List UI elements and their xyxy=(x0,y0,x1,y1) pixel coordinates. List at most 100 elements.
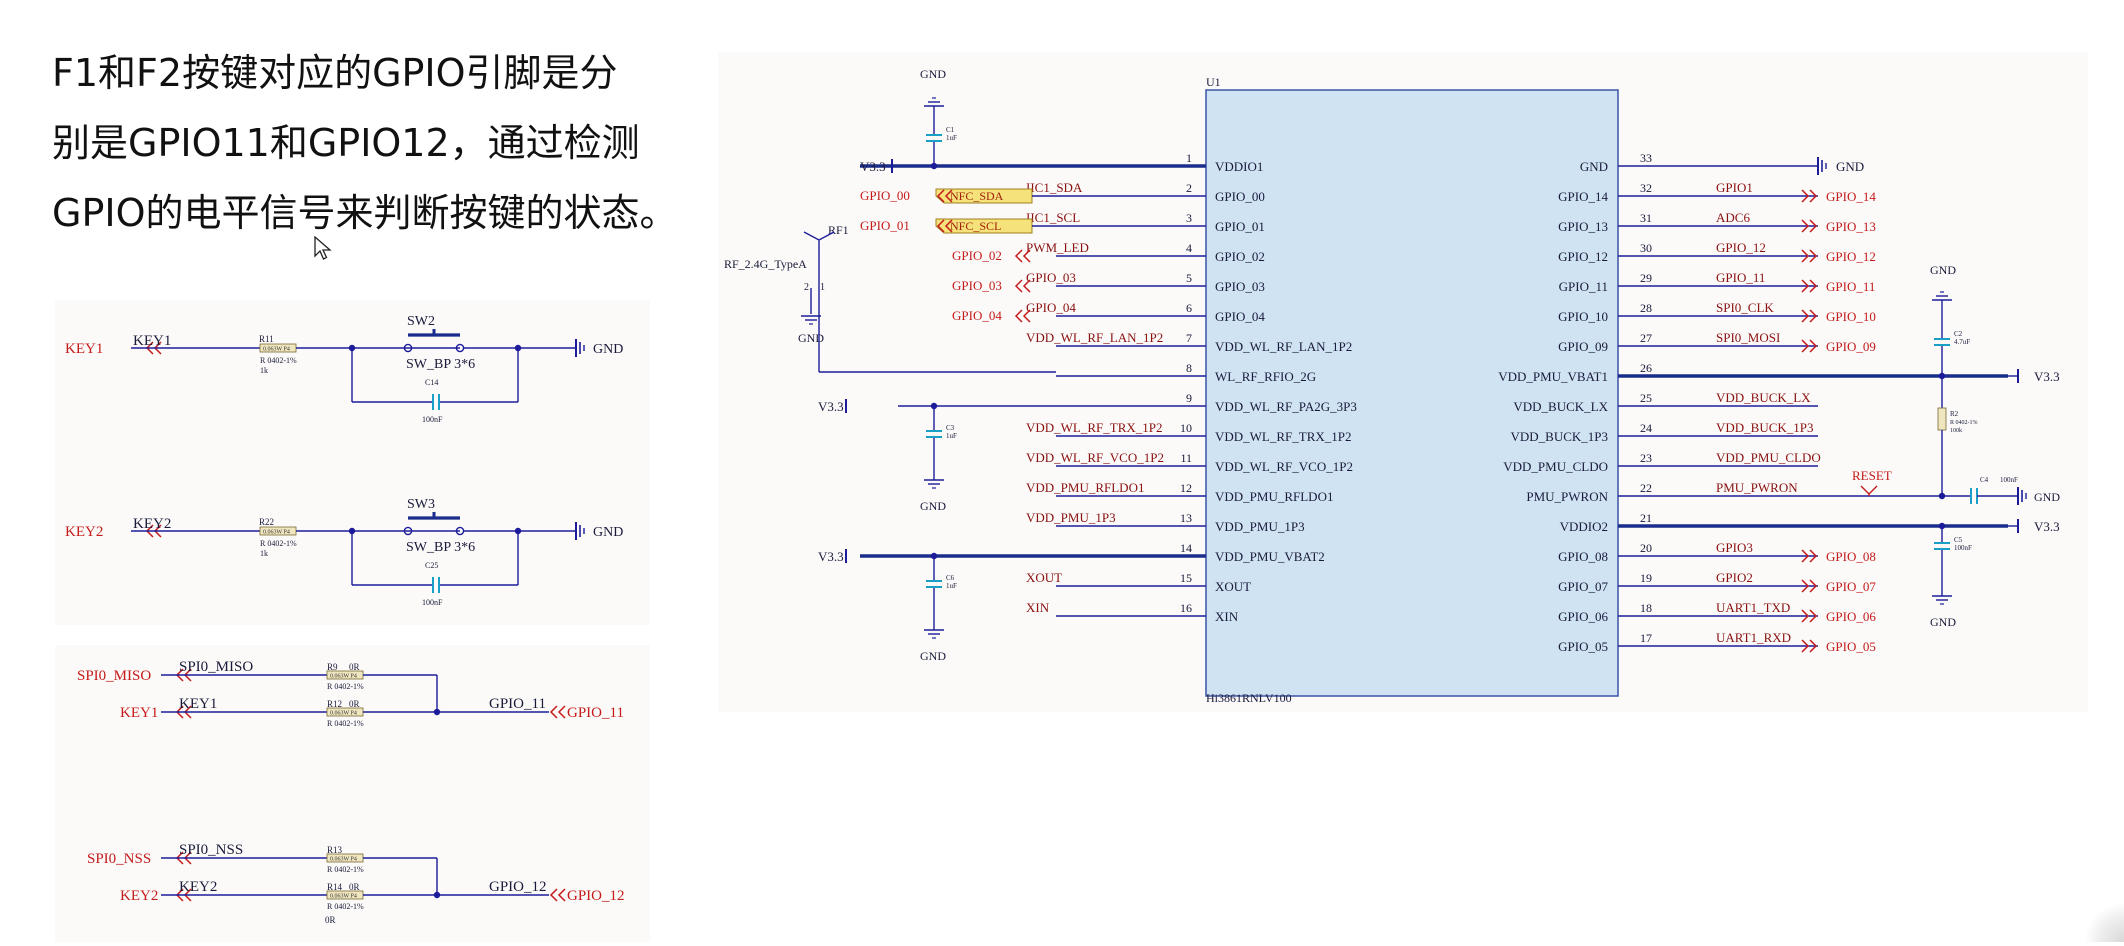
pin-number: 9 xyxy=(1186,391,1192,405)
resistor-package: R 0402-1% xyxy=(327,865,364,874)
reset-marker-icon xyxy=(1860,485,1878,496)
intro-line-3: GPIO的电平信号来判断按键的状态。 xyxy=(52,191,678,235)
capacitor-ref: C2 xyxy=(1954,330,1963,338)
mux-port-label: KEY1 xyxy=(120,705,158,721)
net-label: GPIO_11 xyxy=(1716,270,1765,285)
ground-symbol-icon xyxy=(2017,487,2027,505)
net-label: VDD_PMU_RFLDO1 xyxy=(1026,480,1144,495)
net-label: SPI0_CLK xyxy=(1716,300,1774,315)
ground-symbol-icon xyxy=(575,522,585,540)
net-label: IIC1_SCL xyxy=(1026,210,1080,225)
net-label: GPIO_12 xyxy=(1716,240,1766,255)
key-port-label: KEY2 xyxy=(65,524,103,540)
port-chevron-icon xyxy=(1801,549,1818,563)
switch-type: SW_BP 3*6 xyxy=(406,357,475,372)
pin-number: 33 xyxy=(1640,151,1652,165)
mux-output-port: GPIO_11 xyxy=(567,705,624,721)
ground-symbol-icon xyxy=(1932,291,1952,301)
chip-body xyxy=(1205,89,1619,697)
pin-name: PMU_PWRON xyxy=(1526,489,1608,504)
net-label: GPIO1 xyxy=(1716,180,1753,195)
capacitor-icon xyxy=(926,430,942,438)
port-label: GPIO_02 xyxy=(952,248,1002,263)
net-label: GPIO2 xyxy=(1716,570,1753,585)
pin-number: 26 xyxy=(1640,361,1652,375)
port-chevron-icon xyxy=(936,219,953,233)
port-chevron-icon xyxy=(936,189,953,203)
port-label: GPIO_08 xyxy=(1826,549,1876,564)
resistor-value: 1k xyxy=(260,366,268,375)
resistor-ref: R22 xyxy=(259,517,274,527)
v33-port-label: V3.3 xyxy=(2034,369,2060,384)
resistor-package: R 0402-1% xyxy=(327,719,364,728)
pin-number: 25 xyxy=(1640,391,1652,405)
pin-number: 23 xyxy=(1640,451,1652,465)
pin-name: VDD_BUCK_1P3 xyxy=(1510,429,1608,444)
capacitor-icon xyxy=(1934,542,1950,550)
pin-number: 31 xyxy=(1640,211,1652,225)
net-label: VDD_WL_RF_TRX_1P2 xyxy=(1026,420,1163,435)
ground-symbol-icon xyxy=(575,339,585,357)
mux-net-label: KEY2 xyxy=(179,879,217,895)
resistor-value-extra: 0R xyxy=(325,915,336,925)
pin-number: 17 xyxy=(1640,631,1652,645)
pin-number: 16 xyxy=(1180,601,1192,615)
resistor-value: 0R xyxy=(349,662,360,672)
resistor-package: R 0402-1% xyxy=(260,356,297,365)
net-label: VDD_BUCK_LX xyxy=(1716,390,1811,405)
pin-number: 12 xyxy=(1180,481,1192,495)
resistor-body-label: 0.063W P4 xyxy=(330,711,357,717)
mux-output-chevron-icon xyxy=(549,888,566,902)
port-label: GPIO_13 xyxy=(1826,219,1876,234)
capacitor-ref: C25 xyxy=(425,561,438,570)
capacitor-value: 4.7uF xyxy=(1954,338,1970,346)
capacitor-icon xyxy=(1970,488,1978,504)
switch-contact-icon xyxy=(403,526,413,536)
net-label: PMU_PWRON xyxy=(1716,480,1798,495)
port-label: GPIO_04 xyxy=(952,308,1002,323)
pin-name: VDD_BUCK_LX xyxy=(1513,399,1608,414)
pin-name: GPIO_01 xyxy=(1215,219,1265,234)
ground-label: GND xyxy=(1836,159,1864,174)
net-label: PWM_LED xyxy=(1026,240,1089,255)
junction-dot xyxy=(930,162,938,170)
port-label: GPIO_01 xyxy=(860,218,910,233)
port-label: GPIO_09 xyxy=(1826,339,1876,354)
pin-name: VDD_PMU_CLDO xyxy=(1503,459,1608,474)
pin-number: 28 xyxy=(1640,301,1652,315)
mux-port-label: KEY2 xyxy=(120,888,158,904)
antenna-ref: RF1 xyxy=(828,223,849,237)
chip-part-number: Hi3861RNLV100 xyxy=(1206,691,1292,705)
mux-output-port: GPIO_12 xyxy=(567,888,625,904)
resistor-ref: R14 xyxy=(327,882,343,892)
mux-output-net: GPIO_11 xyxy=(489,696,546,712)
capacitor-value: 100nF xyxy=(422,415,443,424)
port-chevron-icon xyxy=(1801,249,1818,263)
switch-ref: SW3 xyxy=(407,497,435,512)
pin-name: GPIO_07 xyxy=(1558,579,1608,594)
junction-dot xyxy=(433,891,441,899)
mux-net-label: SPI0_MISO xyxy=(179,659,253,675)
port-label: GPIO_05 xyxy=(1826,639,1876,654)
pin-name: GPIO_08 xyxy=(1558,549,1608,564)
capacitor-icon xyxy=(432,394,440,410)
capacitor-ref: C14 xyxy=(425,378,438,387)
pin-name: GPIO_11 xyxy=(1559,279,1608,294)
pin-number: 6 xyxy=(1186,301,1192,315)
pin-name: GPIO_02 xyxy=(1215,249,1265,264)
capacitor-icon xyxy=(926,134,942,142)
nfc-tag-label: NFC_SCL xyxy=(950,219,1001,233)
pin-name: VDD_PMU_1P3 xyxy=(1215,519,1305,534)
ground-label: GND xyxy=(920,649,946,663)
pin-name: XOUT xyxy=(1215,579,1251,594)
pin-number: 5 xyxy=(1186,271,1192,285)
capacitor-value: 1uF xyxy=(946,134,957,142)
antenna-pin: 2 xyxy=(804,282,809,293)
net-label: GPIO_04 xyxy=(1026,300,1076,315)
capacitor-value: 100nF xyxy=(422,598,443,607)
switch-contact-icon xyxy=(403,343,413,353)
pin-number: 15 xyxy=(1180,571,1192,585)
ground-label: GND xyxy=(593,525,623,540)
